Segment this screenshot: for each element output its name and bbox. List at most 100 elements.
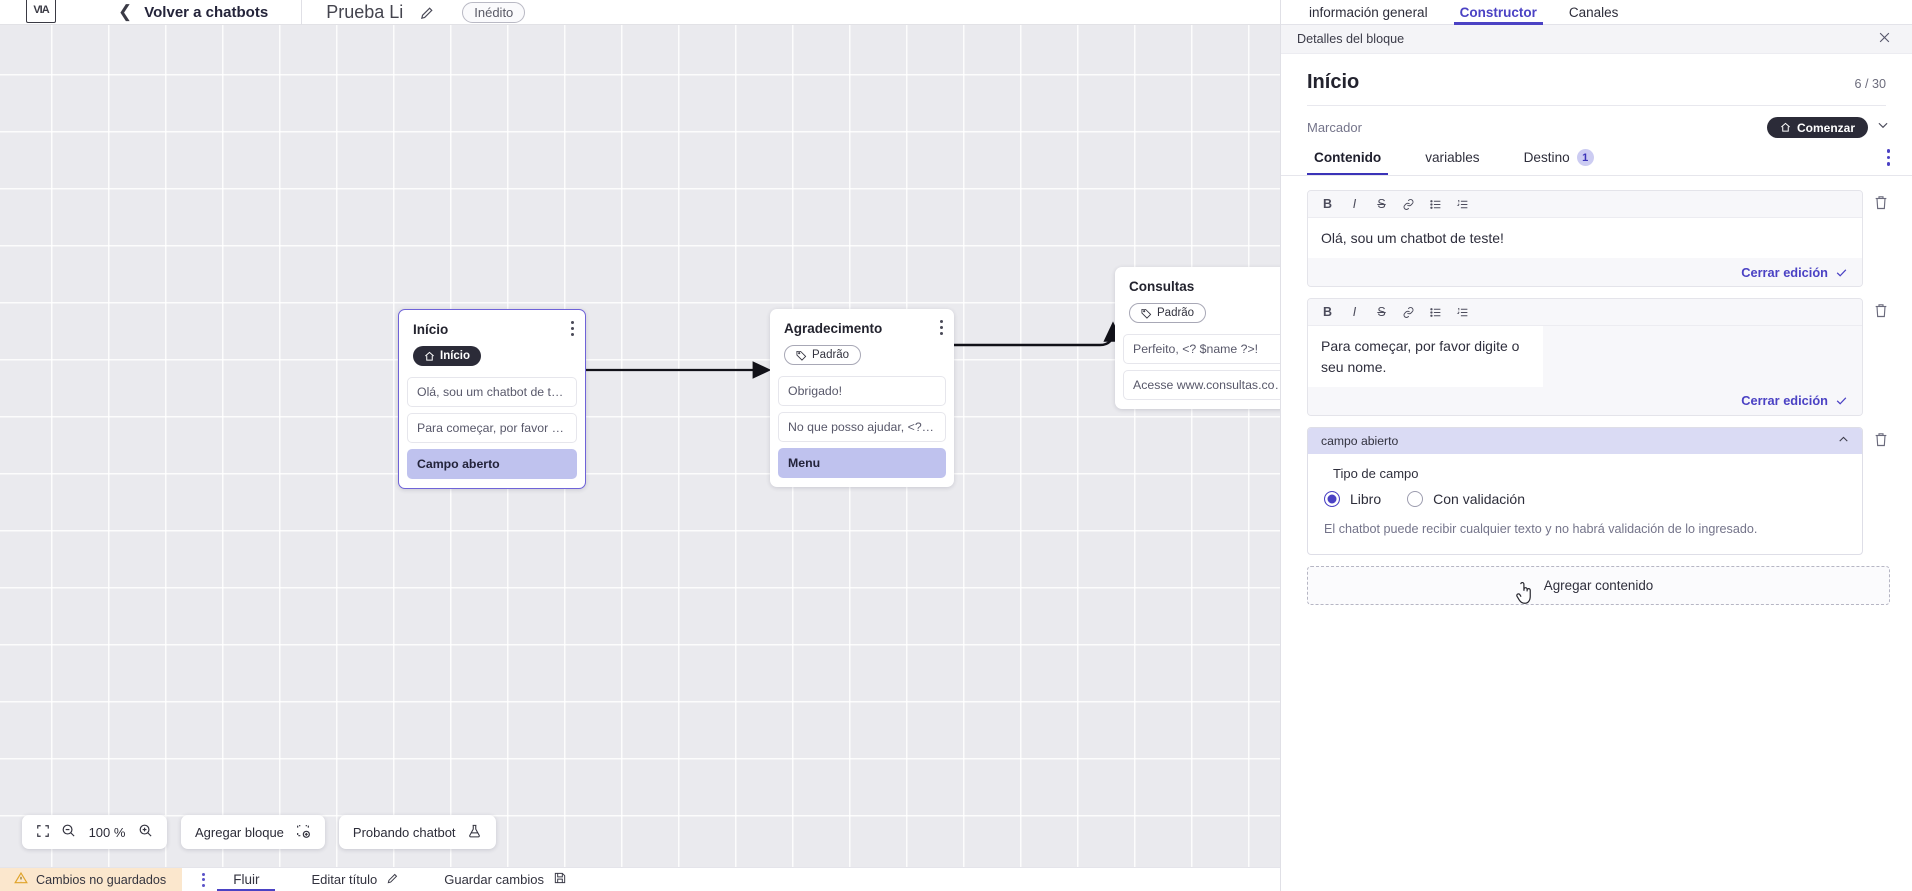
- edit-title-label: Editar título: [311, 872, 378, 887]
- back-to-chatbots-link[interactable]: Volver a chatbots: [144, 3, 269, 21]
- bullet-list-icon[interactable]: [1422, 301, 1449, 324]
- numbered-list-icon[interactable]: [1449, 301, 1476, 324]
- radio-con-validacion[interactable]: Con validación: [1407, 490, 1525, 507]
- node-chip-label: Padrão: [812, 349, 850, 361]
- close-icon[interactable]: [1877, 30, 1892, 48]
- marcador-label: Marcador: [1307, 120, 1362, 135]
- node-message[interactable]: No que posso ajudar, <? $name …: [778, 412, 946, 442]
- node-action[interactable]: Menu: [778, 448, 946, 478]
- status-menu-icon[interactable]: [202, 872, 206, 887]
- content-tabs-menu-icon[interactable]: [1886, 149, 1890, 174]
- italic-icon[interactable]: I: [1352, 197, 1357, 211]
- node-message[interactable]: Para começar, por favor digite o …: [407, 413, 577, 443]
- rich-text-editor[interactable]: B I S: [1307, 190, 1863, 288]
- strikethrough-icon[interactable]: S: [1377, 197, 1386, 211]
- zoom-level: 100 %: [88, 824, 126, 840]
- unsaved-label: Cambios no guardados: [36, 872, 167, 887]
- radio-libro[interactable]: Libro: [1324, 490, 1382, 507]
- node-title: Agradecimento: [784, 321, 883, 336]
- add-content-button[interactable]: Agregar contenido: [1307, 565, 1890, 605]
- marcador-chip[interactable]: Comenzar: [1766, 117, 1868, 138]
- marcador-chip-label: Comenzar: [1796, 120, 1855, 135]
- tab-label: Contenido: [1314, 150, 1382, 165]
- back-chevron-icon[interactable]: ❮: [118, 2, 133, 21]
- numbered-list-icon[interactable]: [1449, 193, 1476, 216]
- editor-toolbar: B I S: [1308, 299, 1862, 327]
- campo-abierto-card[interactable]: campo abierto Tipo de campo: [1307, 426, 1863, 555]
- test-chatbot-button[interactable]: Probando chatbot: [338, 815, 496, 849]
- field-type-label: Tipo de campo: [1333, 465, 1419, 481]
- tab-variables[interactable]: variables: [1418, 150, 1486, 174]
- marcador-control[interactable]: Comenzar: [1766, 117, 1890, 138]
- tab-destino[interactable]: Destino 1: [1517, 149, 1601, 175]
- document-title: Prueba Li: [326, 1, 404, 22]
- field-type-radio-group: Libro Con validación: [1324, 490, 1846, 507]
- chevron-up-icon[interactable]: [1837, 433, 1850, 449]
- italic-icon[interactable]: I: [1352, 305, 1357, 320]
- editor-block: B I S: [1307, 298, 1890, 416]
- campo-abierto-title: campo abierto: [1321, 433, 1399, 448]
- panel-subheader: Detalles del bloque: [1281, 25, 1912, 54]
- editor-text[interactable]: Olá, sou um chatbot de teste!: [1308, 218, 1862, 259]
- tab-fluir[interactable]: Fluir: [217, 868, 276, 891]
- node-title: Início: [413, 322, 449, 337]
- campo-abierto-body: Tipo de campo Libro Con validación: [1308, 454, 1862, 554]
- add-content-label: Agregar contenido: [1543, 577, 1654, 593]
- node-body: Perfeito, <? $name ?>! Acesse www.consul…: [1115, 334, 1305, 409]
- link-icon[interactable]: [1395, 193, 1422, 216]
- fit-screen-icon[interactable]: [36, 824, 50, 841]
- node-body: Obrigado! No que posso ajudar, <? $name …: [770, 376, 954, 487]
- content-blocks: B I S: [1281, 176, 1912, 555]
- strikethrough-icon[interactable]: S: [1377, 305, 1386, 320]
- chevron-down-icon[interactable]: [1876, 118, 1890, 137]
- radio-indicator: [1324, 490, 1340, 507]
- link-icon[interactable]: [1395, 301, 1422, 324]
- tab-informacion-general[interactable]: información general: [1293, 0, 1444, 25]
- editor-footer[interactable]: Cerrar edición: [1308, 258, 1862, 287]
- panel-subheader-title: Detalles del bloque: [1297, 32, 1405, 46]
- node-header: Início Início: [399, 310, 585, 377]
- node-action[interactable]: Campo aberto: [407, 449, 577, 479]
- tab-contenido[interactable]: Contenido: [1307, 150, 1389, 175]
- node-message[interactable]: Obrigado!: [778, 376, 946, 406]
- flask-icon: [467, 823, 482, 842]
- editor-text[interactable]: Para começar, por favor digite o seu nom…: [1308, 326, 1543, 387]
- tab-canales[interactable]: Canales: [1553, 0, 1635, 25]
- delete-icon[interactable]: [1872, 431, 1890, 453]
- bold-icon[interactable]: B: [1322, 197, 1333, 211]
- flow-node-inicio[interactable]: Início Início Olá, sou um chatbot de tes…: [398, 309, 586, 489]
- flow-node-consultas[interactable]: Consultas Padrão Perfeito, <? $name ?>! …: [1115, 267, 1305, 409]
- node-message[interactable]: Perfeito, <? $name ?>!: [1123, 334, 1297, 364]
- add-block-button[interactable]: Agregar bloque: [181, 815, 325, 849]
- app-logo[interactable]: VIA: [26, 0, 56, 23]
- zoom-in-icon[interactable]: [138, 823, 153, 841]
- edit-title-button[interactable]: Editar título: [311, 871, 400, 888]
- field-type-block: campo abierto Tipo de campo: [1307, 426, 1890, 555]
- node-message[interactable]: Acesse www.consultas.com par…: [1123, 370, 1297, 400]
- delete-icon[interactable]: [1872, 194, 1890, 216]
- editor-footer[interactable]: Cerrar edición: [1308, 386, 1862, 415]
- bold-icon[interactable]: B: [1322, 305, 1333, 320]
- node-chip-start: Início: [413, 346, 482, 366]
- block-title: Início: [1307, 71, 1360, 93]
- tab-label: Destino: [1523, 150, 1570, 165]
- mouse-cursor-icon: [1513, 581, 1535, 610]
- tab-constructor[interactable]: Constructor: [1444, 0, 1553, 25]
- check-icon: [1836, 397, 1847, 406]
- campo-abierto-header[interactable]: campo abierto: [1308, 427, 1862, 454]
- save-changes-button[interactable]: Guardar cambios: [444, 871, 567, 888]
- bullet-list-icon[interactable]: [1422, 193, 1449, 216]
- save-disk-icon: [553, 871, 567, 888]
- flow-node-agradecimento[interactable]: Agradecimento Padrão Obrigado! No que po…: [770, 309, 954, 487]
- edit-pencil-icon[interactable]: [419, 4, 436, 21]
- rich-text-editor[interactable]: B I S: [1307, 298, 1863, 416]
- node-message[interactable]: Olá, sou um chatbot de teste!: [407, 377, 577, 407]
- radio-label: Libro: [1350, 490, 1382, 507]
- node-menu-icon[interactable]: [940, 320, 943, 335]
- node-menu-icon[interactable]: [571, 321, 574, 336]
- block-title-row: Início 6 / 30: [1281, 54, 1912, 94]
- zoom-out-icon[interactable]: [61, 823, 76, 841]
- marcador-row: Marcador Comenzar: [1281, 106, 1912, 138]
- tab-fluir-label: Fluir: [233, 872, 260, 887]
- delete-icon[interactable]: [1872, 302, 1890, 324]
